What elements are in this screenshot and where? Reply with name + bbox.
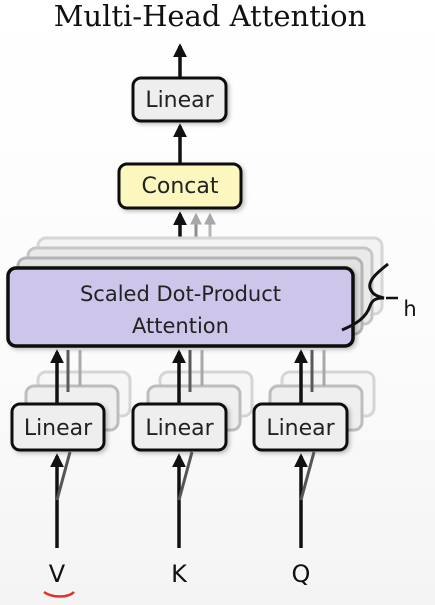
attention-box (6, 266, 355, 348)
k-linear-label: Linear (145, 416, 214, 441)
q-linear-label: Linear (266, 416, 335, 441)
concat-label: Concat (142, 174, 219, 199)
input-branches (50, 451, 316, 548)
input-label-v: V (49, 560, 66, 588)
q-input-branch (299, 451, 316, 501)
top-linear-label: Linear (145, 88, 214, 113)
v-linear-label: Linear (24, 416, 93, 441)
heads-label: h (403, 297, 416, 321)
k-linear-stack: Linear (131, 370, 254, 452)
top-linear-block: Linear (131, 76, 228, 123)
input-label-q: Q (292, 560, 311, 588)
heads-brace: h (341, 262, 417, 332)
concat-block: Concat (117, 162, 243, 210)
v-input-branch (55, 451, 72, 501)
input-label-k: K (171, 560, 188, 588)
k-input-branch (177, 451, 194, 501)
attention-block: Scaled Dot-Product Attention (6, 266, 355, 348)
top-linear-box (131, 76, 228, 123)
v-underline-annotation (43, 590, 75, 598)
linear-to-attention-arrows (50, 349, 326, 404)
concat-box (117, 162, 243, 210)
diagram-title: Multi-Head Attention (54, 0, 367, 33)
attention-label-line1: Scaled Dot-Product (80, 282, 281, 306)
v-linear-stack: Linear (10, 370, 132, 452)
q-linear-stack: Linear (252, 370, 376, 452)
heads-brace-curve (341, 262, 389, 332)
attention-label-line2: Attention (132, 314, 229, 338)
